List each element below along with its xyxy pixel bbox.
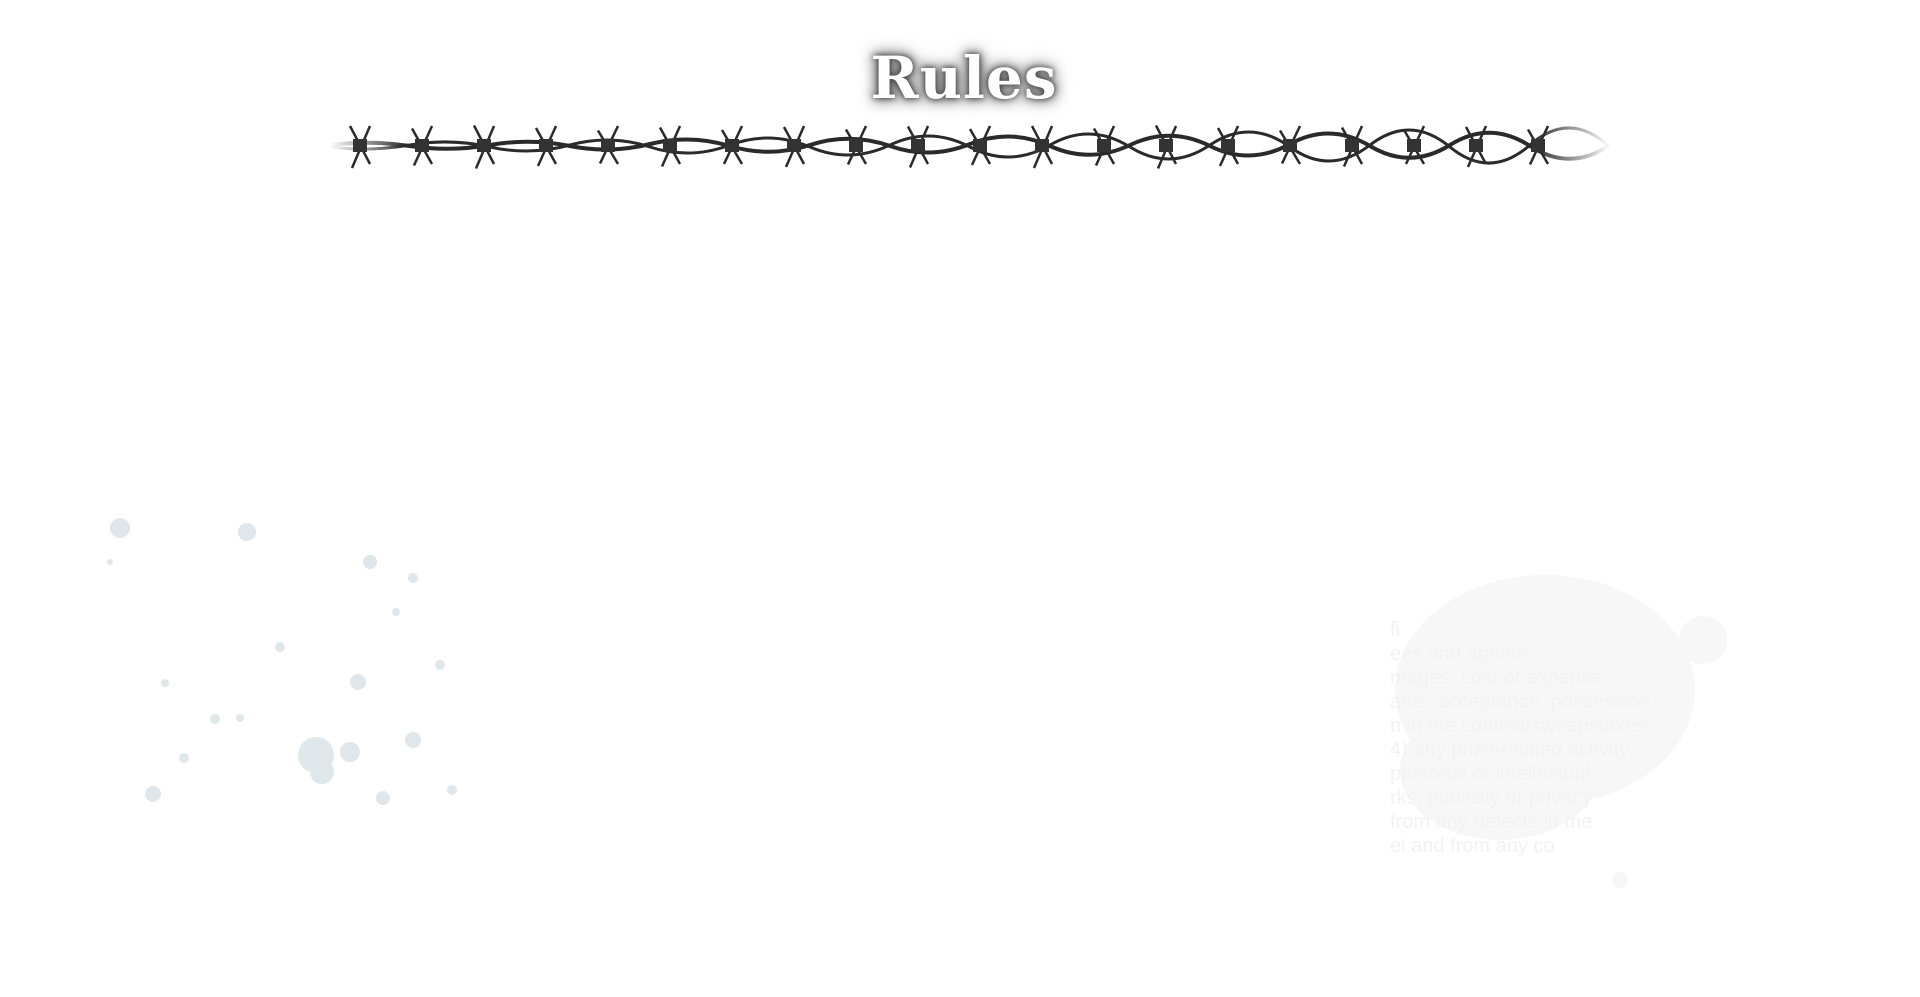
barb-knot	[787, 139, 801, 152]
barb-knot	[1221, 139, 1235, 152]
barb-knot	[601, 139, 615, 152]
barb-knot	[1531, 139, 1545, 152]
ink-splatter-left	[107, 518, 457, 805]
background-text-line: ei and from any co	[1390, 835, 1555, 857]
background-text-line: 4) any prize-related activity,	[1390, 739, 1634, 761]
background-text-line: mages, cost or expense	[1390, 667, 1603, 689]
background-text-line: personal or intellectual	[1390, 763, 1591, 785]
background-text-line: ants' acceptance, possession,	[1390, 691, 1650, 713]
background-text-line: n in the contest/sweepstakes,	[1390, 715, 1650, 737]
barb-knot	[353, 139, 367, 152]
barb-knot	[1407, 139, 1421, 152]
barb-knot	[1097, 139, 1111, 152]
barb-knot	[973, 139, 987, 152]
barb-knot	[539, 139, 553, 152]
barb-knot	[663, 139, 677, 152]
background-text-line: from any defects in the	[1390, 811, 1593, 833]
barb-knot	[1345, 139, 1359, 152]
barbed-wire-divider	[330, 124, 1610, 169]
barb-knot	[1469, 139, 1483, 152]
background-text-line: fi	[1390, 619, 1400, 641]
barb-knot	[911, 139, 925, 152]
ink-splatter-right	[1395, 575, 1727, 888]
page-title: Rules	[870, 44, 1058, 112]
barb-knot	[415, 139, 429, 152]
background-text-line: ees and agents	[1390, 643, 1527, 665]
background-text-line: rks, publicity or privacy	[1390, 787, 1593, 809]
barb-knot	[725, 139, 739, 152]
barb-knot	[849, 139, 863, 152]
barb-knot	[1159, 139, 1173, 152]
barb-knot	[1035, 139, 1049, 152]
barb-knot	[1283, 139, 1297, 152]
barb-knot	[477, 139, 491, 152]
